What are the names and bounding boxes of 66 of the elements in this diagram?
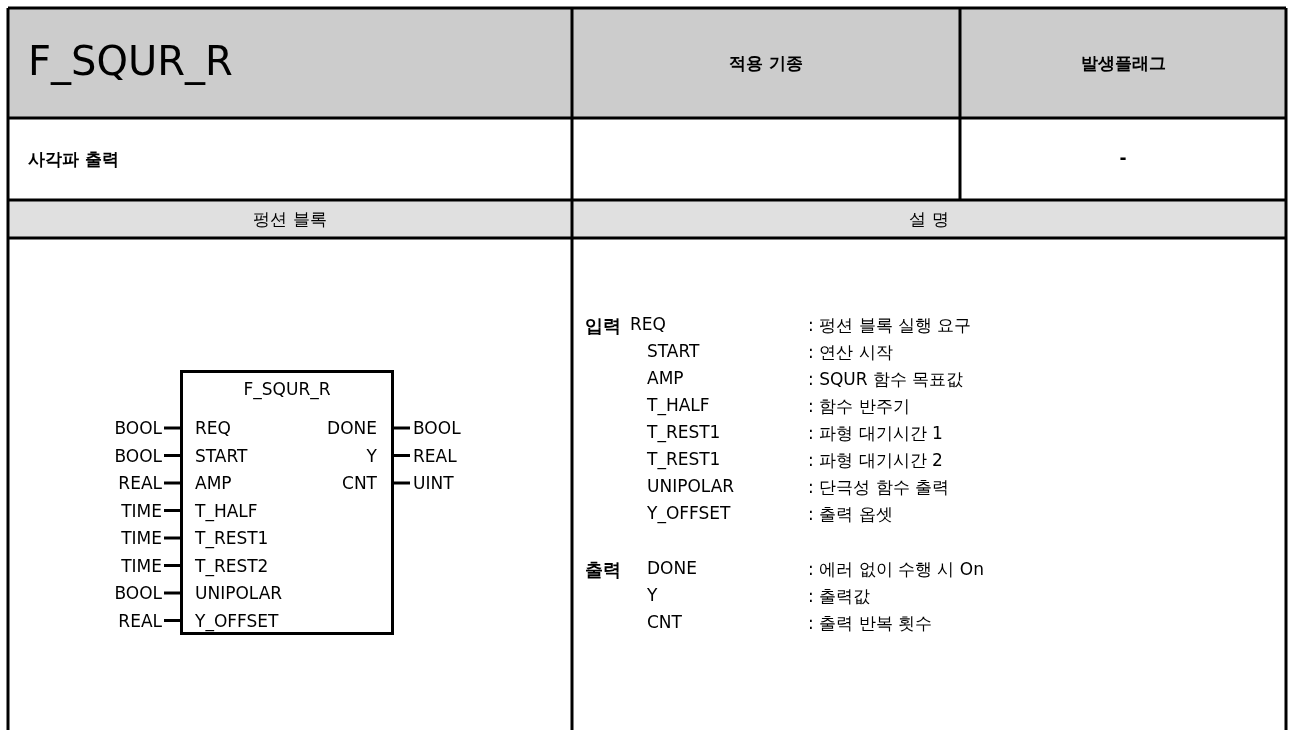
pin-line [164,481,180,485]
data-type-label: TIME [121,528,162,548]
parameter-description: : 출력 반복 횟수 [808,612,932,635]
pin-line [164,564,180,567]
input-pin-name: Y_OFFSET [195,610,279,631]
parameter-name: START [647,341,700,361]
function-name: F_SQUR_R [28,38,233,84]
function-description: 사각파 출력 [28,148,119,171]
parameter-description: : 연산 시작 [808,341,893,364]
parameter-name: DONE [647,558,697,578]
pin-line [394,481,410,485]
parameter-description: : 파형 대기시간 1 [808,422,943,445]
output-pin-name: CNT [342,473,377,493]
parameter-name: Y_OFFSET [647,503,731,523]
input-pin-name: REQ [195,418,231,438]
data-type-label: BOOL [114,418,162,438]
parameter-description: : SQUR 함수 목표값 [808,368,964,391]
block-title: F_SQUR_R [243,379,331,399]
parameter-name: T_REST1 [647,422,721,442]
input-pin-name: T_REST1 [195,528,269,548]
parameter-name: T_REST1 [647,449,721,469]
parameter-name: UNIPOLAR [647,476,735,496]
function-block [180,370,394,635]
pin-line [164,536,180,540]
column-header: 적용 기종 [729,53,803,73]
input-pin-name: AMP [195,473,232,493]
pin-line [394,454,410,457]
parameter-description: : 단극성 함수 출력 [808,476,949,499]
data-type-label: REAL [118,473,162,493]
pin-line [164,454,180,457]
flag-value: - [1119,148,1127,168]
data-type-label: BOOL [114,445,162,466]
input-pin-name: START [195,445,248,466]
parameter-name: T_HALF [647,395,710,415]
parameter-name: Y [647,585,658,605]
pin-line [394,426,410,430]
column-header: 발생플래그 [1080,53,1166,73]
data-type-label: TIME [121,500,162,521]
parameter-name: REQ [630,314,666,334]
parameter-description: : 에러 없이 수행 시 On [808,558,984,581]
output-pin-name: Y [366,445,377,466]
section-label: 입력 [585,314,621,338]
pin-line [164,509,180,512]
parameter-description: : 함수 반주기 [808,395,910,418]
data-type-label: REAL [118,610,162,631]
input-pin-name: T_REST2 [195,555,269,576]
parameter-description: : 출력값 [808,585,871,608]
section-header: 설 명 [909,209,949,229]
section-label: 출력 [585,558,621,582]
output-pin-name: DONE [327,418,377,438]
input-pin-name: UNIPOLAR [195,583,283,603]
parameter-name: AMP [647,368,684,388]
input-pin-name: T_HALF [195,500,258,521]
data-type-label: REAL [413,445,457,466]
data-type-label: UINT [413,473,454,493]
parameter-description: : 펑션 블록 실행 요구 [808,314,972,337]
parameter-description: : 파형 대기시간 2 [808,449,943,472]
section-header: 펑션 블록 [253,209,327,229]
data-type-label: BOOL [413,418,461,438]
pin-line [164,619,180,622]
pin-line [164,426,180,430]
pin-line [164,591,180,595]
data-type-label: TIME [121,555,162,576]
data-type-label: BOOL [114,583,162,603]
parameter-description: : 출력 옵셋 [808,503,893,526]
parameter-name: CNT [647,612,682,632]
